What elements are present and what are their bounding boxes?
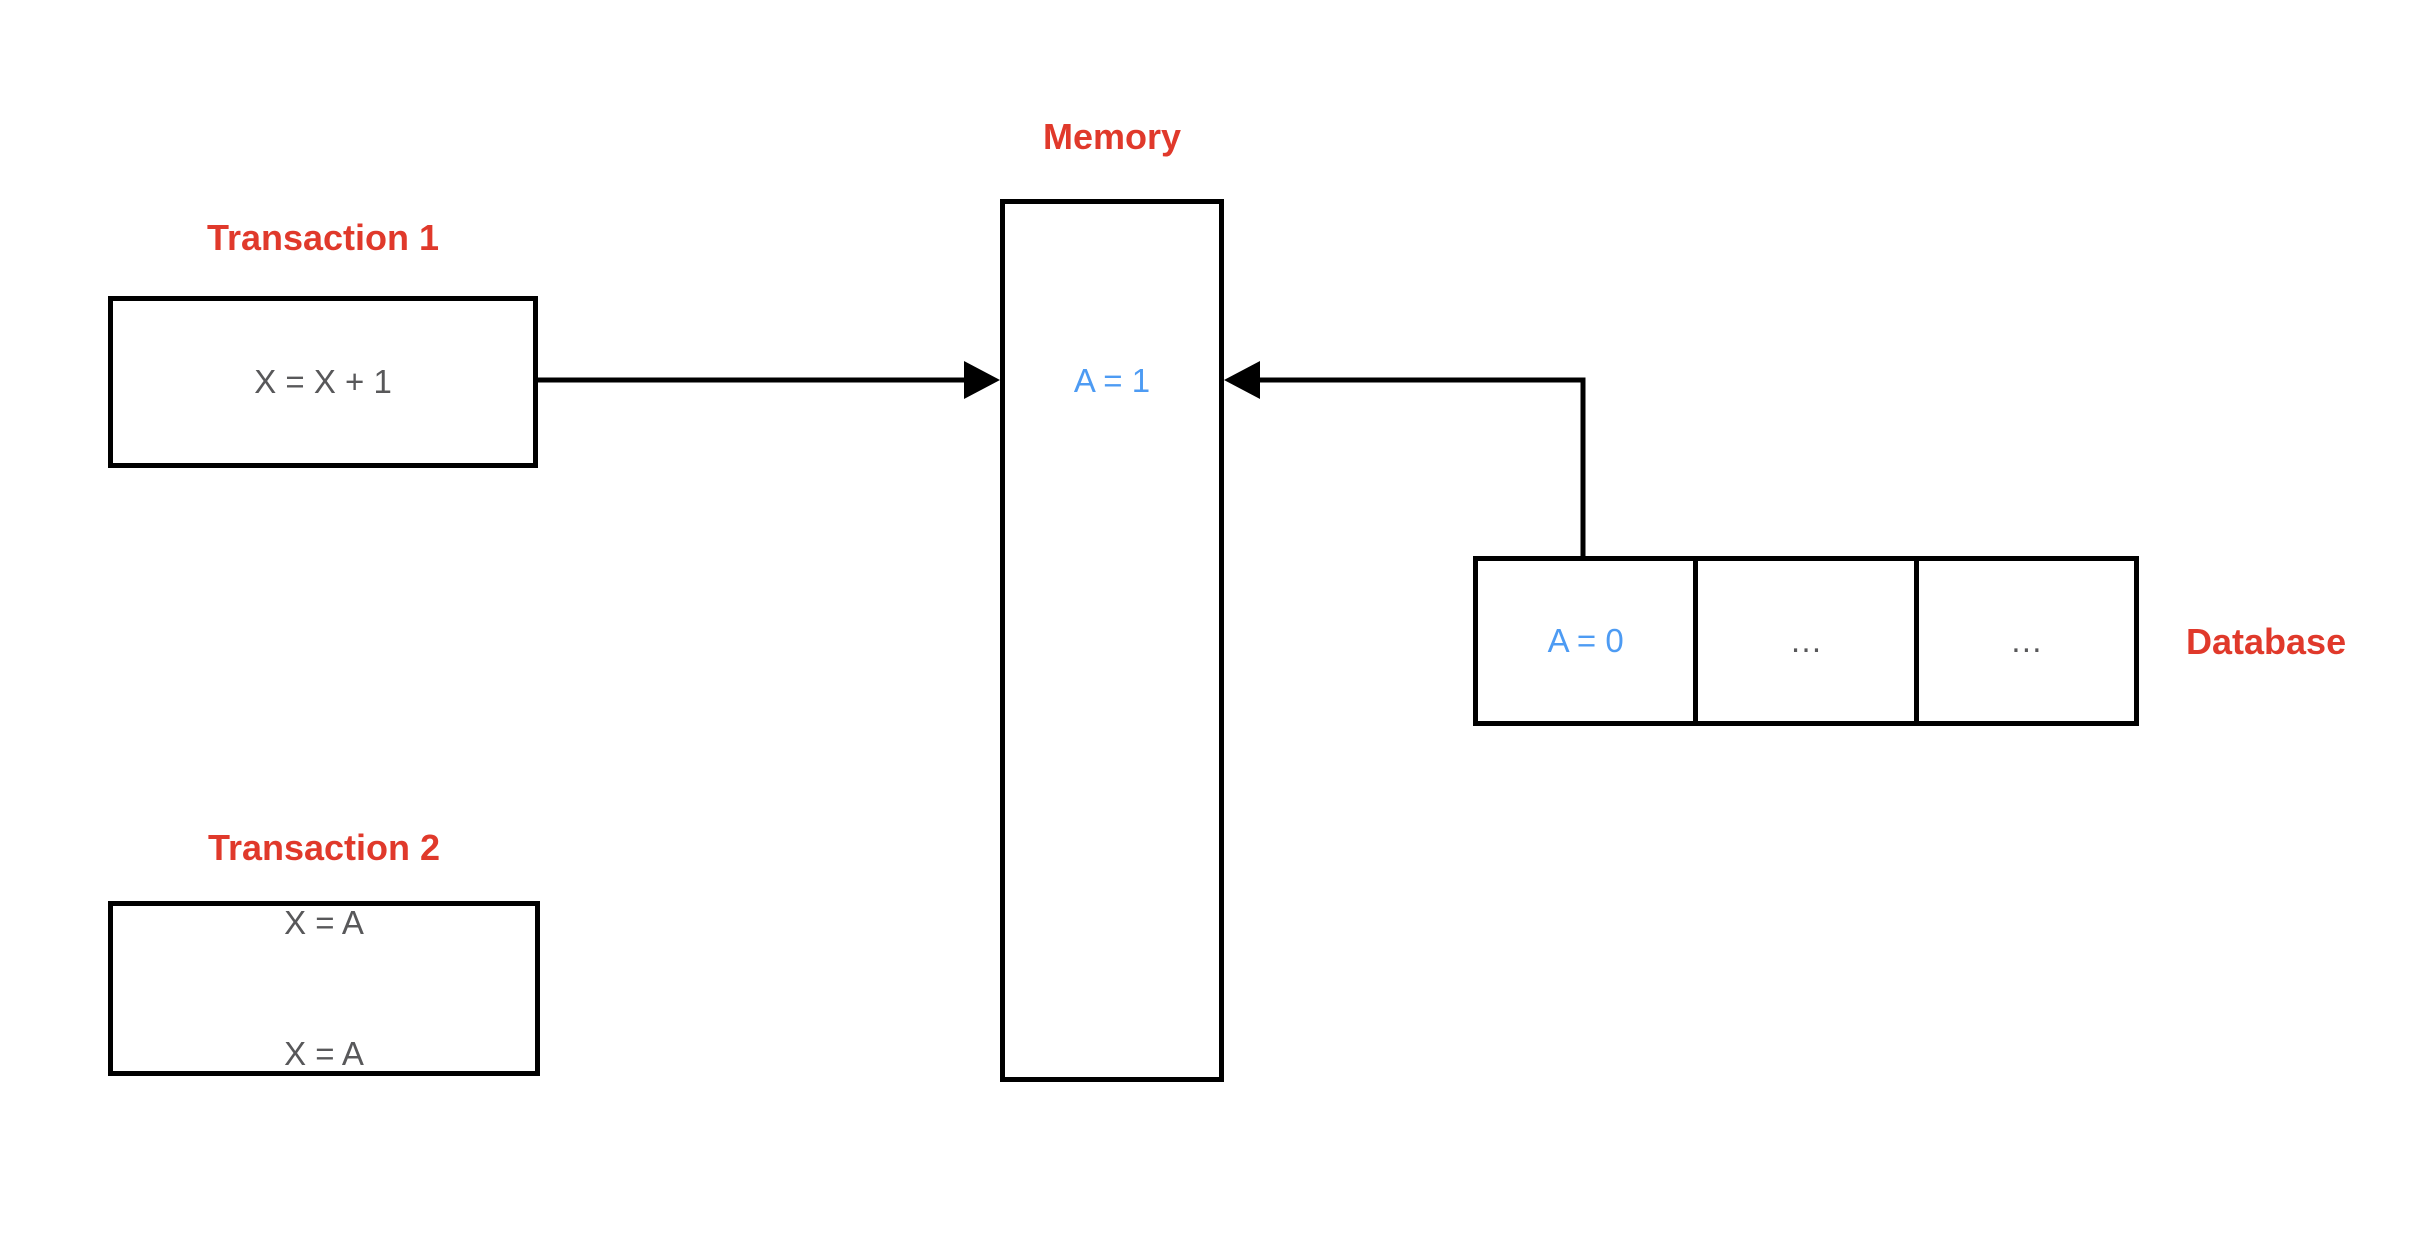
- memory-box: A = 1: [1000, 199, 1224, 1082]
- transaction2-code: X = A X = A: [284, 814, 364, 1162]
- database-cell-a: A = 0: [1478, 561, 1693, 721]
- database-cell-a-value: A = 0: [1547, 622, 1624, 659]
- database-cell-ellipsis-1: …: [1693, 561, 1913, 721]
- transaction2-label: Transaction 2: [207, 827, 441, 868]
- memory-label: Memory: [1042, 116, 1182, 157]
- database-label: Database: [2186, 621, 2347, 662]
- transaction2-code-line1: X = A: [284, 904, 364, 942]
- transaction2-box: X = A X = A: [108, 901, 540, 1076]
- transaction1-label: Transaction 1: [206, 217, 440, 258]
- arrow-transaction1-to-memory: [538, 361, 1000, 399]
- memory-value: A = 1: [1073, 362, 1151, 399]
- transaction1-code: X = X + 1: [254, 363, 392, 401]
- database-cell-ellipsis-1-text: …: [1789, 622, 1823, 660]
- database-row: A = 0 … …: [1473, 556, 2139, 726]
- arrow-database-to-memory: [1224, 361, 1586, 556]
- database-cell-ellipsis-2-text: …: [2009, 622, 2043, 660]
- database-cell-ellipsis-2: …: [1913, 561, 2134, 721]
- transaction2-code-line2: X = A: [284, 1035, 364, 1073]
- transaction1-box: X = X + 1: [108, 296, 538, 468]
